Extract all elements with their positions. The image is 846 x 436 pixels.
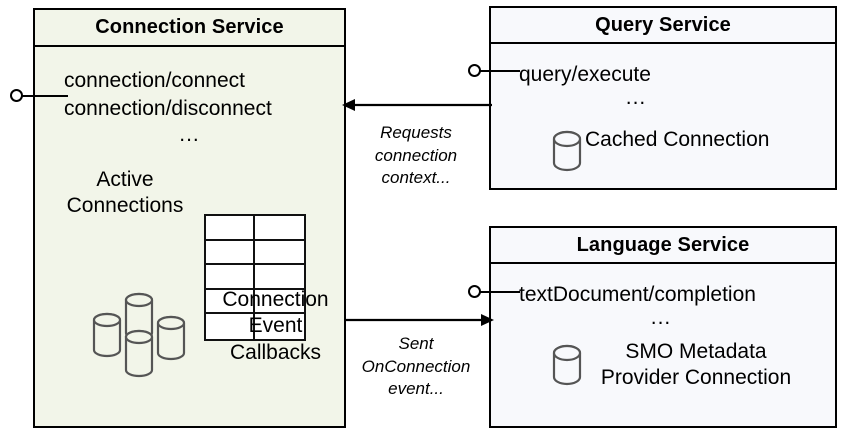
connection-event-callbacks-label: Connection Event Callbacks: [222, 288, 329, 364]
grid-cell: [255, 240, 304, 266]
query-service-body: query/execute ... Cached Connection: [491, 44, 835, 188]
language-service-operations: textDocument/completion: [519, 283, 756, 306]
connection-service-interface-stub: [22, 95, 68, 97]
database-cylinder-icon: [551, 344, 583, 386]
database-cylinder-icon: [551, 130, 583, 172]
component-query-service[interactable]: Query Service query/execute ... Cached C…: [489, 6, 837, 190]
table-grid-icon: [204, 214, 306, 341]
grid-cell: [206, 289, 255, 315]
component-language-service[interactable]: Language Service textDocument/completion…: [489, 226, 837, 428]
query-service-title: Query Service: [491, 8, 835, 44]
component-connection-service[interactable]: Connection Service connection/connect co…: [33, 8, 346, 428]
language-service-ellipsis: ...: [650, 306, 672, 329]
edge-connection-to-language-arrow-icon: [344, 314, 494, 326]
grid-cell: [206, 314, 255, 339]
query-service-interface-stub: [480, 70, 520, 72]
connection-service-body: connection/connect connection/disconnect…: [35, 47, 344, 426]
connection-service-title: Connection Service: [35, 10, 344, 47]
edge-query-to-connection-arrow-icon: [342, 99, 492, 111]
smo-metadata-provider-connection-label: SMO Metadata Provider Connection: [600, 340, 792, 389]
grid-cell: [206, 216, 255, 241]
grid-cell: [255, 314, 304, 339]
cached-connection-label: Cached Connection: [585, 128, 770, 151]
language-service-body: textDocument/completion ... SMO Metadata…: [491, 264, 835, 426]
edge-label-requests-connection-context: Requests connection context...: [374, 123, 458, 188]
edge-label-sent-onconnection-event: Sent OnConnection event...: [361, 334, 471, 399]
database-cluster-icon: [88, 292, 208, 382]
connection-service-operations: connection/connect connection/disconnect: [64, 69, 272, 120]
language-service-title: Language Service: [491, 228, 835, 264]
query-service-ellipsis: ...: [625, 86, 647, 109]
grid-cell: [206, 265, 255, 290]
grid-cell: [255, 216, 304, 241]
query-service-operations: query/execute: [519, 63, 651, 86]
language-service-interface-stub: [480, 291, 520, 293]
active-connections-label: Active Connections: [66, 168, 184, 218]
grid-cell: [206, 240, 255, 266]
grid-cell: [255, 265, 304, 290]
grid-cell: [255, 289, 304, 315]
connection-service-ellipsis: ...: [179, 123, 200, 146]
